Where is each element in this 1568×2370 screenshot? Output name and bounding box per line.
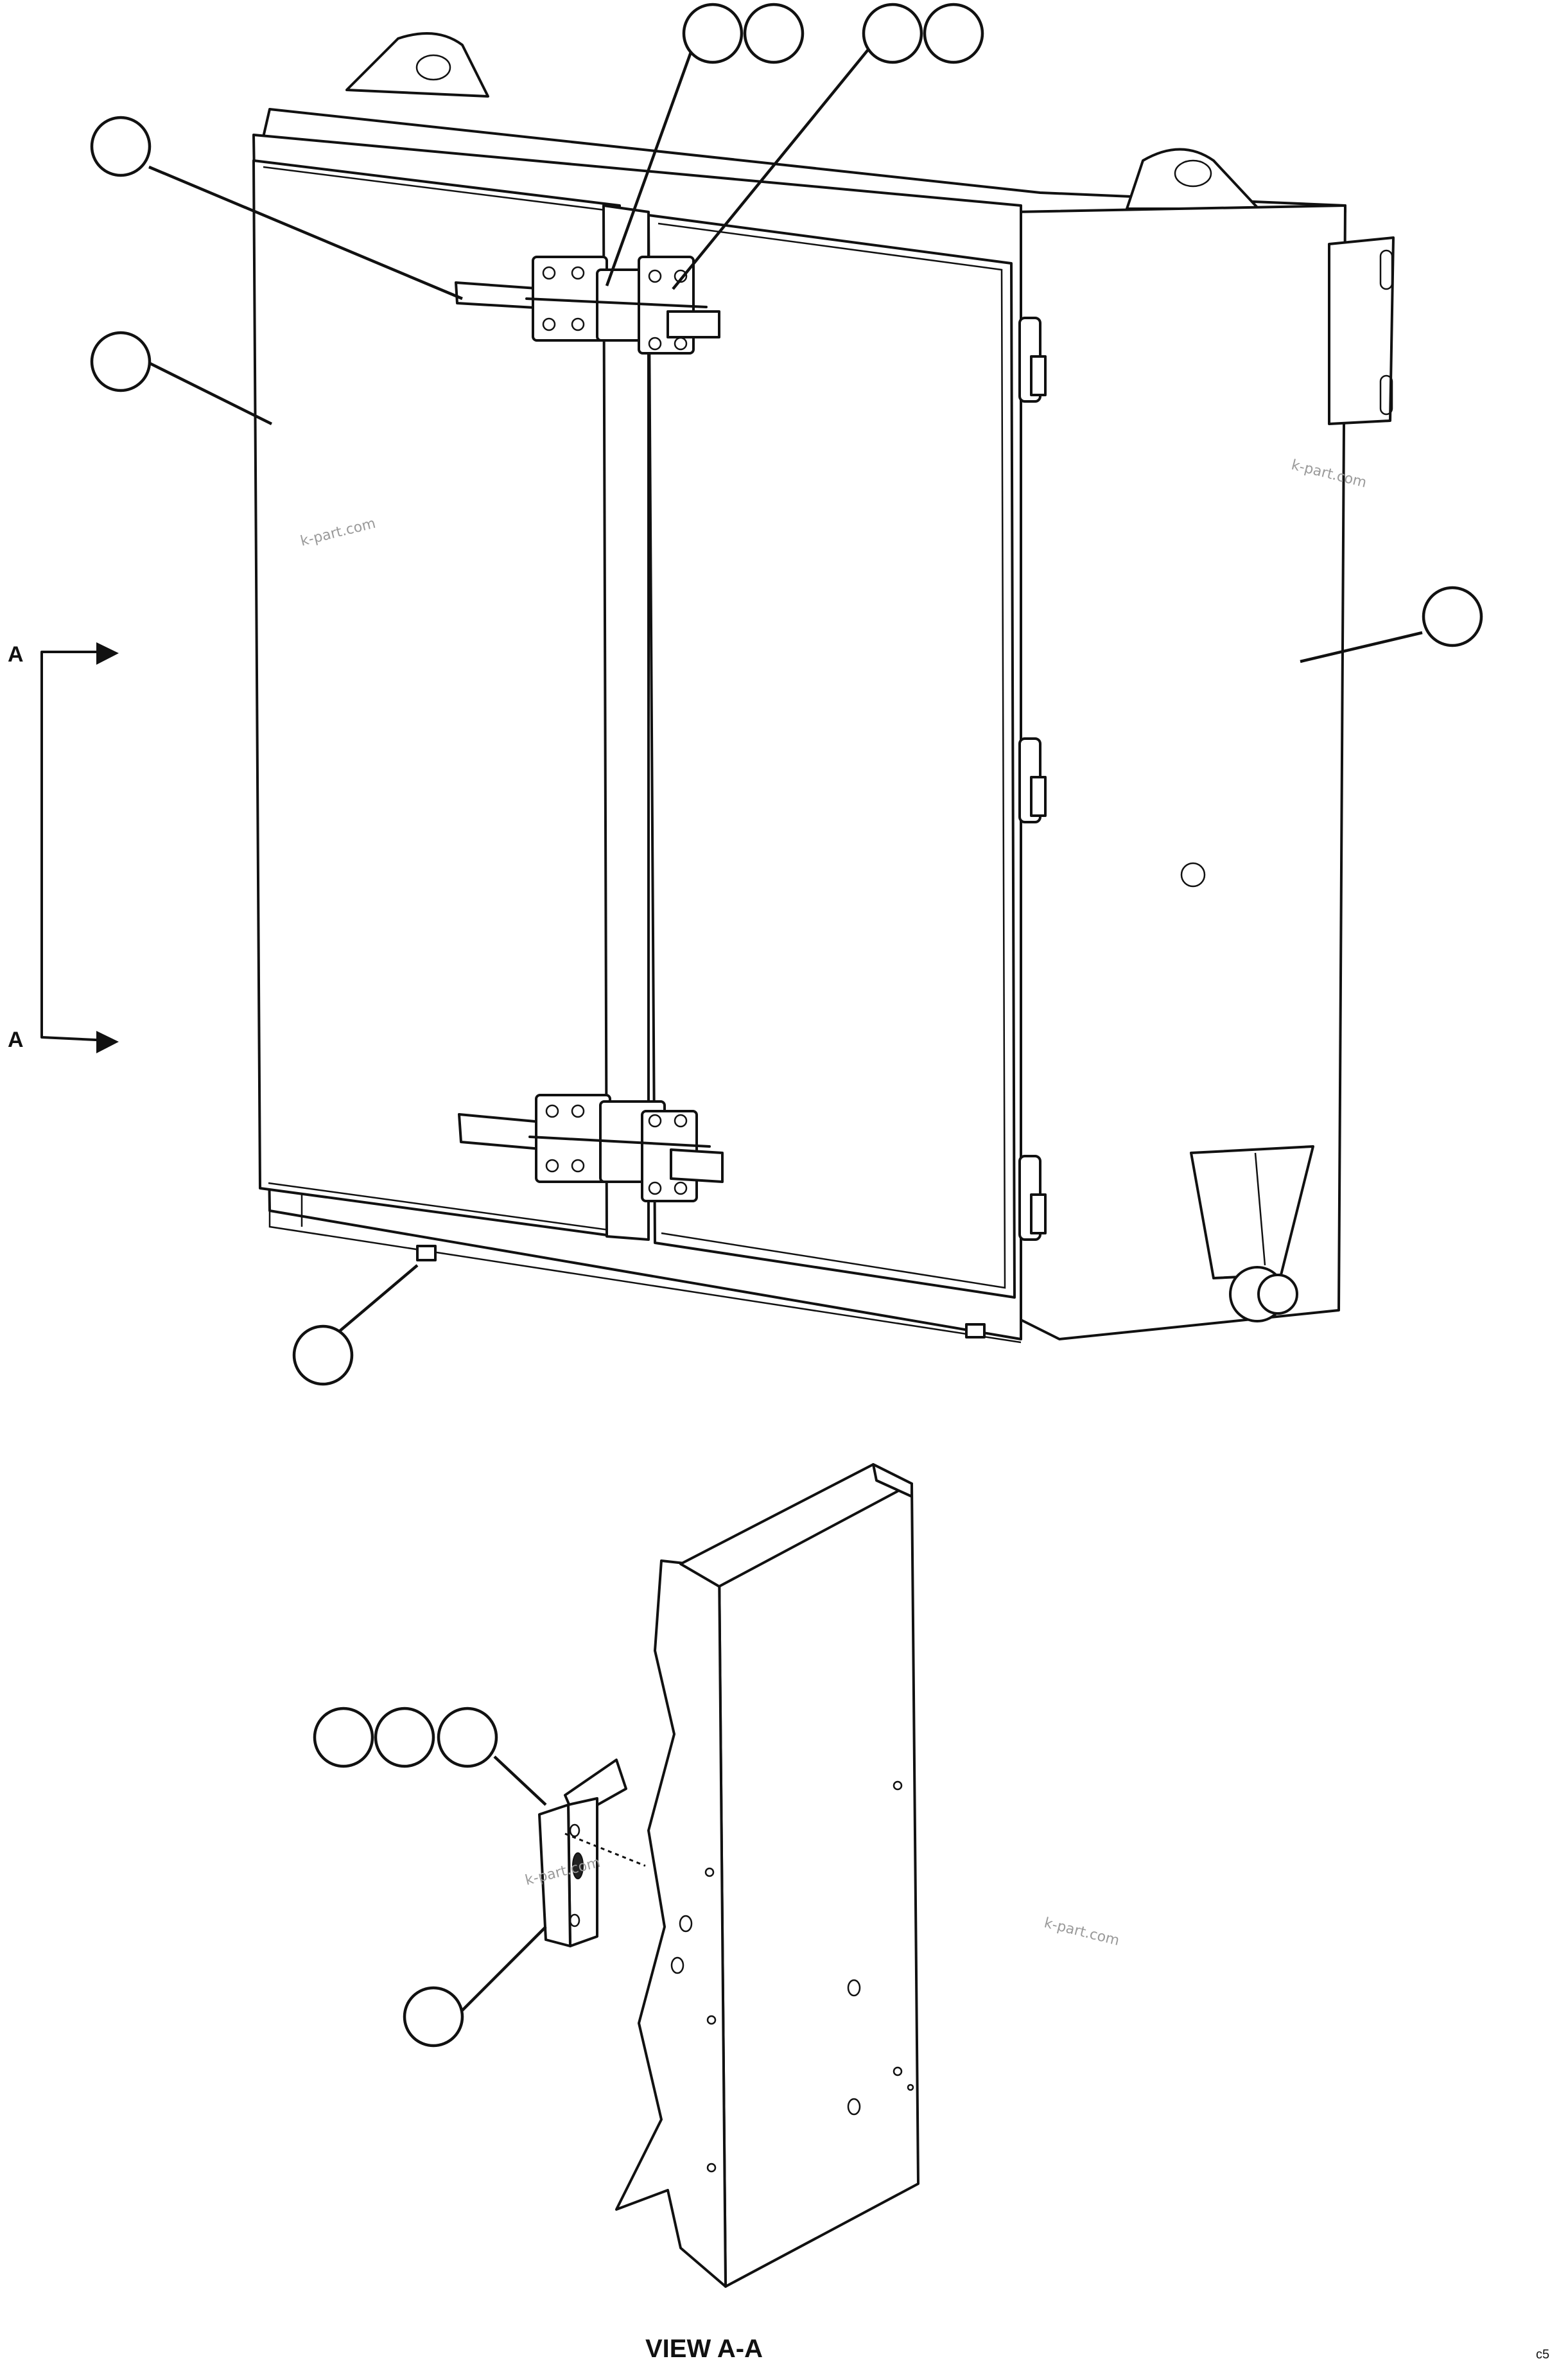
foot	[965, 1323, 986, 1339]
enclosure-assembly	[252, 32, 1395, 1344]
watermark: k-part.com	[1043, 1915, 1121, 1949]
callout-balloon	[923, 3, 984, 64]
sheet-code: c5	[1536, 2348, 1549, 2362]
section-marker: A A	[8, 642, 119, 1053]
section-arrow-top	[96, 642, 119, 665]
callout-balloon	[90, 331, 152, 392]
hinge-top	[1018, 317, 1047, 403]
lifting-eye-left	[345, 32, 489, 98]
callout-balloon	[313, 1707, 374, 1768]
callouts	[90, 3, 1483, 2048]
callout-balloon	[1422, 586, 1483, 647]
latch-top	[455, 256, 720, 355]
mounting-bracket-exploded	[538, 1759, 627, 1947]
foot	[416, 1245, 437, 1261]
callout-balloon	[682, 3, 744, 64]
callout-balloon	[90, 116, 152, 177]
callout-balloon	[862, 3, 923, 64]
side-hole	[1180, 862, 1206, 888]
section-letter-top: A	[8, 642, 24, 667]
callout-balloon	[403, 1986, 464, 2048]
latch-bottom	[458, 1094, 724, 1202]
mounting-bracket	[1328, 236, 1395, 425]
hinge-bottom	[1018, 1155, 1047, 1241]
right-door	[647, 214, 1016, 1299]
view-title: VIEW A-A	[645, 2335, 763, 2363]
callout-balloon	[292, 1324, 354, 1386]
vent-bracket	[1190, 1145, 1314, 1322]
callout-balloon	[743, 3, 805, 64]
section-view	[538, 1463, 919, 2288]
side-panel-section	[718, 1482, 919, 2288]
section-arrow-bottom	[96, 1031, 119, 1053]
section-letter-bottom: A	[8, 1028, 24, 1052]
hinge-middle	[1018, 737, 1047, 823]
callout-balloon	[374, 1707, 435, 1768]
callout-balloon	[437, 1707, 498, 1768]
